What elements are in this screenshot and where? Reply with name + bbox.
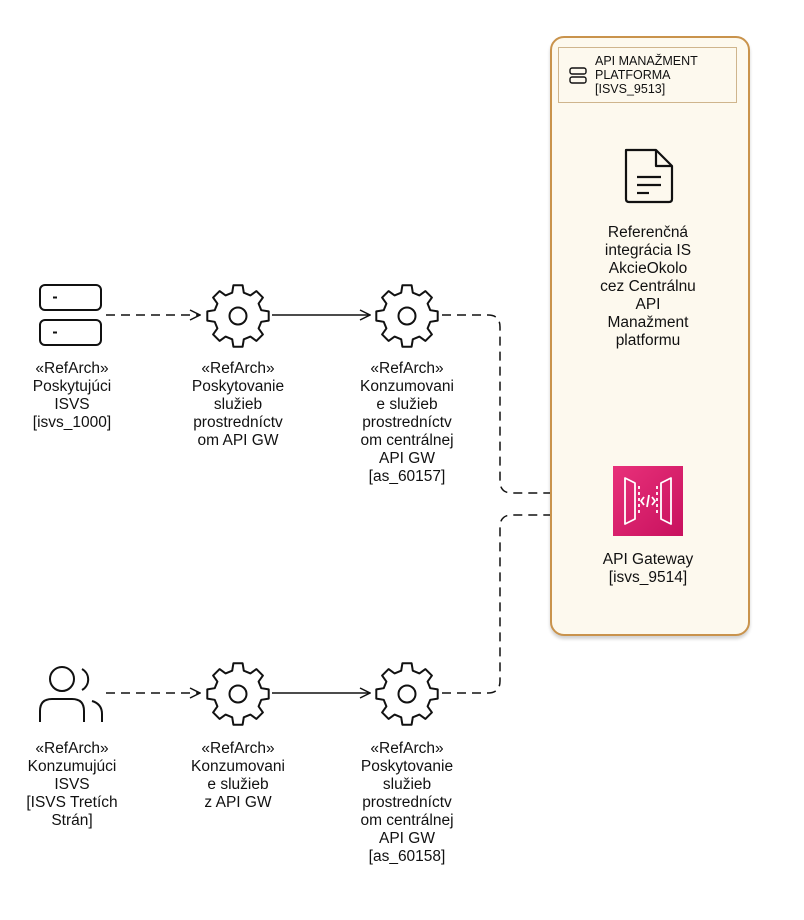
api-gateway-node[interactable] (613, 466, 683, 536)
consume-services-central-gw-label: «RefArch» Konzumovani e služieb prostred… (360, 360, 454, 485)
users-icon[interactable] (36, 664, 106, 724)
gear-icon[interactable] (372, 659, 442, 729)
api-gateway-label: API Gateway [isvs_9514] (602, 551, 694, 586)
flow-provide-central-to-gateway (442, 515, 610, 694)
gear-icon[interactable] (203, 659, 273, 729)
gear-icon[interactable] (203, 281, 273, 351)
document-icon (624, 148, 674, 204)
api-management-platform (550, 36, 750, 636)
platform-title: API MANAŽMENT PLATFORMA [ISVS_9513] (595, 54, 698, 96)
platform-header: API MANAŽMENT PLATFORMA [ISVS_9513] (558, 47, 737, 103)
provide-services-api-gw-label: «RefArch» Poskytovanie služieb prostredn… (191, 360, 285, 449)
api-gateway-icon (624, 477, 672, 525)
server-stack-icon[interactable] (38, 283, 104, 347)
gear-icon[interactable] (372, 281, 442, 351)
flow-consume-central-to-gateway (442, 314, 610, 493)
server-icon (569, 67, 587, 84)
platform-note: Referenčná integrácia IS AkcieOkolo cez … (600, 224, 696, 349)
consume-services-api-gw-label: «RefArch» Konzumovani e služieb z API GW (191, 740, 285, 811)
provider-isvs-label: «RefArch» Poskytujúci ISVS [isvs_1000] (32, 360, 112, 431)
consumer-isvs-label: «RefArch» Konzumujúci ISVS [ISVS Tretích… (26, 740, 118, 829)
provide-services-central-gw-label: «RefArch» Poskytovanie služieb prostredn… (360, 740, 454, 865)
